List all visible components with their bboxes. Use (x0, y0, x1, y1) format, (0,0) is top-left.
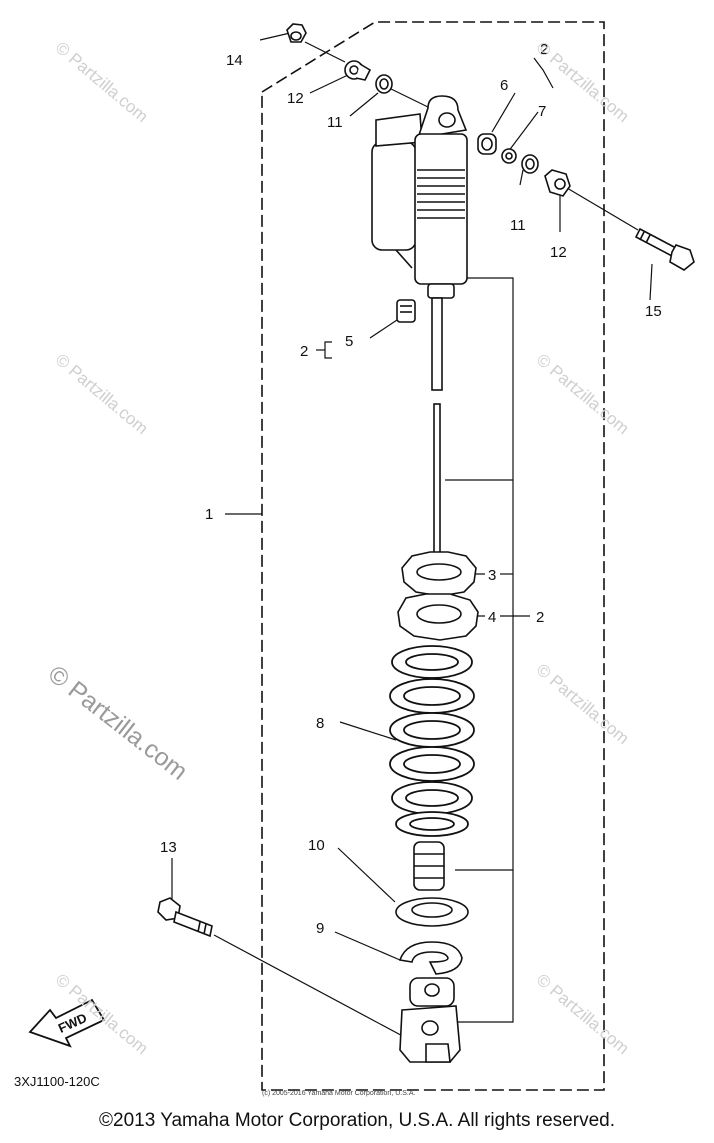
diagram-code: 3XJ1100-120C (14, 1074, 100, 1089)
part-11-seal-right (521, 154, 539, 174)
part-3-locknut (401, 551, 477, 597)
callout-15: 15 (645, 303, 662, 320)
assembly-outline (261, 21, 605, 1091)
callout-numbers: 14 12 11 2 6 7 11 12 15 5 2 1 3 4 2 8 10… (160, 41, 662, 937)
callout-13: 13 (160, 839, 177, 856)
callout-9: 9 (316, 920, 324, 937)
part-15-bolt (634, 227, 695, 271)
part-8-spring (389, 645, 475, 837)
leader-lines (171, 32, 653, 1041)
part-10-spring-guide (395, 897, 469, 927)
callout-5: 5 (345, 333, 353, 350)
part-13-bolt (157, 897, 213, 938)
callout-12-right: 12 (550, 244, 567, 261)
callout-11-left: 11 (327, 114, 343, 131)
callout-8: 8 (316, 715, 324, 732)
small-copyright-notice: (c) 2005-2016 Yamaha Motor Corporation, … (262, 1090, 416, 1097)
callout-2-left: 2 (300, 343, 308, 360)
part-6-bushing (477, 133, 497, 155)
callout-11-right: 11 (510, 217, 526, 234)
callout-4: 4 (488, 609, 496, 626)
callout-2-top: 2 (540, 41, 548, 58)
part-4-adjuster-nut (397, 593, 479, 641)
part-9-stopper (398, 941, 463, 975)
fwd-arrow-icon: FWD (28, 998, 106, 1048)
callout-6: 6 (500, 77, 508, 94)
part-11-seal-left (375, 74, 393, 94)
part-bump-rubber (413, 841, 445, 891)
callout-7: 7 (538, 103, 546, 120)
part-7-washer (501, 148, 517, 164)
part-1-shock-absorber (371, 95, 468, 560)
part-12-collar-left (344, 60, 372, 81)
callout-2-right: 2 (536, 609, 544, 626)
part-12-collar-right (544, 169, 571, 197)
footer-copyright: ©2013 Yamaha Motor Corporation, U.S.A. A… (99, 1110, 615, 1131)
callout-1: 1 (205, 506, 213, 523)
callout-10: 10 (308, 837, 325, 854)
callout-3: 3 (488, 567, 496, 584)
part-5-nut (396, 299, 416, 323)
callout-12-left: 12 (287, 90, 304, 107)
part-14-nut (286, 23, 307, 43)
callout-14: 14 (226, 52, 243, 69)
part-lower-clevis (399, 977, 461, 1063)
